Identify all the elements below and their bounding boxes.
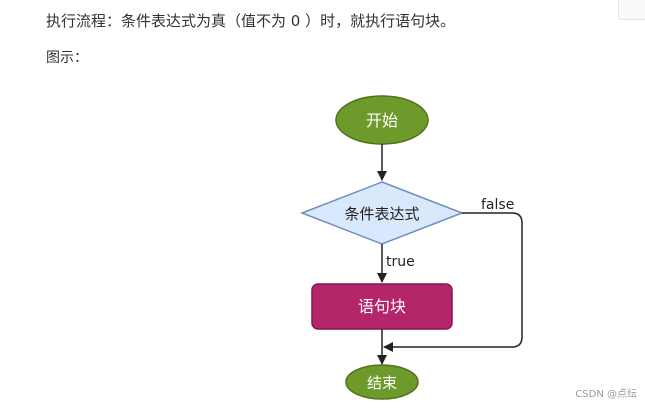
start-node-label: 开始 [366, 111, 398, 130]
end-node-label: 结束 [367, 374, 397, 392]
watermark: CSDN @点纭 [575, 389, 637, 400]
true-label: true [386, 254, 415, 270]
arrow-condition-false-path [383, 212, 523, 352]
corner-panel [618, 0, 645, 20]
end-node [345, 364, 419, 400]
description-text: 执行流程：条件表达式为真（值不为 0 ）时，就执行语句块。 [46, 12, 456, 30]
condition-node-label: 条件表达式 [344, 205, 419, 223]
false-label: false [481, 197, 514, 213]
diagram-caption: 图示： [46, 50, 88, 66]
block-node-label: 语句块 [358, 297, 406, 316]
